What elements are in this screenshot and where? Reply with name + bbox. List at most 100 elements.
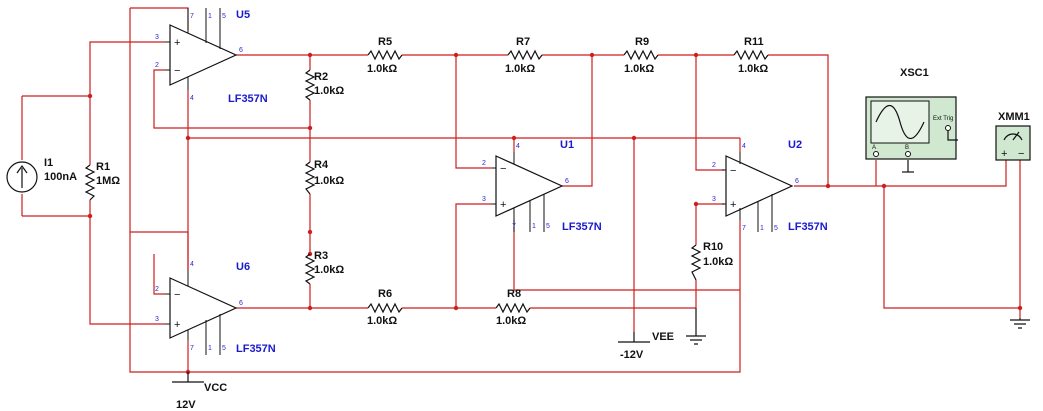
xmm1-ref: XMM1 (998, 111, 1030, 123)
xsc1-ref: XSC1 (900, 67, 929, 79)
channel-b-label: B (905, 145, 909, 151)
r3-value: 1.0kΩ (314, 264, 344, 276)
resistor-r2[interactable]: R2 1.0kΩ (304, 69, 344, 101)
svg-text:3: 3 (712, 196, 716, 203)
svg-text:1: 1 (760, 225, 764, 232)
r6-ref: R6 (378, 288, 392, 300)
r5-ref: R5 (378, 36, 392, 48)
r8-value: 1.0kΩ (496, 315, 526, 327)
vcc-name: VCC (204, 382, 227, 394)
r9-value: 1.0kΩ (624, 63, 654, 75)
svg-text:5: 5 (546, 223, 550, 230)
u5-ref: U5 (236, 9, 250, 21)
i1-ref: I1 (44, 157, 53, 169)
svg-text:1: 1 (208, 13, 212, 20)
u6-plus-icon: + (174, 319, 180, 331)
resistor-r10[interactable]: R10 1.0kΩ (690, 241, 733, 281)
r11-value: 1.0kΩ (738, 63, 768, 75)
svg-text:4: 4 (516, 143, 520, 150)
vee-value: -12V (620, 349, 644, 361)
svg-text:7: 7 (512, 223, 516, 230)
resistor-r11[interactable]: R11 1.0kΩ (733, 36, 769, 75)
svg-text:2: 2 (712, 162, 716, 169)
r1-ref: R1 (96, 161, 110, 173)
oscilloscope-xsc1[interactable]: Ext Trig A B XSC1 (865, 67, 958, 160)
ground-scope (1010, 318, 1030, 329)
u2-ref: U2 (788, 139, 802, 151)
ground-scope-b (902, 160, 914, 173)
svg-text:1: 1 (208, 345, 212, 352)
channel-a-label: A (872, 145, 876, 151)
svg-text:6: 6 (795, 178, 799, 185)
opamp-u5[interactable]: + − 3 2 6 7 1 5 4 U5 LF357N (155, 8, 268, 105)
vee-supply[interactable]: VEE -12V (618, 331, 674, 361)
u1-plus-icon: + (500, 199, 506, 211)
r4-value: 1.0kΩ (314, 175, 344, 187)
svg-text:4: 4 (742, 143, 746, 150)
svg-text:6: 6 (239, 47, 243, 54)
u6-part: LF357N (236, 343, 276, 355)
svg-text:2: 2 (155, 286, 159, 293)
sine-wave-icon (875, 104, 925, 140)
r10-ref: R10 (703, 241, 723, 253)
vcc-value: 12V (176, 399, 196, 411)
u1-minus-icon: − (500, 163, 506, 175)
svg-text:7: 7 (742, 225, 746, 232)
u1-ref: U1 (560, 139, 574, 151)
r1-value: 1MΩ (96, 175, 120, 187)
opamp-u1[interactable]: − + 2 3 6 4 7 1 5 U1 LF357N (482, 139, 602, 233)
u6-minus-icon: − (174, 289, 180, 301)
svg-text:5: 5 (774, 225, 778, 232)
resistor-r5[interactable]: R5 1.0kΩ (367, 36, 403, 75)
r2-value: 1.0kΩ (314, 85, 344, 97)
current-source-i1[interactable]: I1 100nA (6, 157, 77, 193)
i1-value: 100nA (44, 171, 77, 183)
u2-minus-icon: − (730, 165, 736, 177)
r3-ref: R3 (314, 250, 328, 262)
svg-text:3: 3 (482, 196, 486, 203)
u5-part: LF357N (228, 93, 268, 105)
r4-ref: R4 (314, 159, 329, 171)
r11-ref: R11 (744, 36, 764, 48)
multimeter-xmm1[interactable]: + − XMM1 (995, 111, 1031, 161)
u5-minus-icon: − (174, 65, 180, 77)
r9-ref: R9 (635, 36, 649, 48)
vee-name: VEE (652, 331, 674, 343)
svg-text:7: 7 (190, 345, 194, 352)
svg-text:3: 3 (155, 316, 159, 323)
opamp-u6[interactable]: − + 2 3 6 4 7 1 5 U6 LF357N (155, 261, 276, 355)
svg-text:2: 2 (482, 160, 486, 167)
resistor-r6[interactable]: R6 1.0kΩ (367, 288, 403, 327)
resistor-r7[interactable]: R7 1.0kΩ (505, 36, 543, 75)
xmm1-minus-icon: − (1018, 148, 1024, 160)
resistor-r9[interactable]: R9 1.0kΩ (623, 36, 659, 75)
r7-value: 1.0kΩ (505, 63, 535, 75)
resistor-r1[interactable]: R1 1MΩ (84, 161, 120, 201)
svg-text:3: 3 (155, 34, 159, 41)
svg-text:5: 5 (222, 13, 226, 20)
r2-ref: R2 (314, 71, 328, 83)
svg-text:2: 2 (155, 62, 159, 69)
r5-value: 1.0kΩ (367, 63, 397, 75)
xmm1-plus-icon: + (1001, 148, 1007, 160)
opamp-u2[interactable]: − + 2 3 6 4 7 1 5 U2 LF357N (712, 139, 828, 233)
u2-part: LF357N (788, 221, 828, 233)
resistor-r8[interactable]: R8 1.0kΩ (495, 288, 531, 327)
svg-text:4: 4 (190, 95, 194, 102)
svg-text:7: 7 (190, 13, 194, 20)
u6-ref: U6 (236, 261, 250, 273)
r8-ref: R8 (507, 288, 521, 300)
resistor-r3[interactable]: R3 1.0kΩ (304, 250, 344, 285)
ext-trig-label: Ext Trig (933, 116, 953, 122)
svg-text:5: 5 (222, 345, 226, 352)
svg-text:1: 1 (532, 223, 536, 230)
svg-text:6: 6 (565, 178, 569, 185)
resistor-r4[interactable]: R4 1.0kΩ (304, 159, 344, 195)
u2-plus-icon: + (730, 199, 736, 211)
r6-value: 1.0kΩ (367, 315, 397, 327)
ground-r10 (686, 308, 706, 345)
vcc-supply[interactable]: VCC 12V (172, 372, 227, 411)
r10-value: 1.0kΩ (703, 256, 733, 268)
r7-ref: R7 (516, 36, 530, 48)
